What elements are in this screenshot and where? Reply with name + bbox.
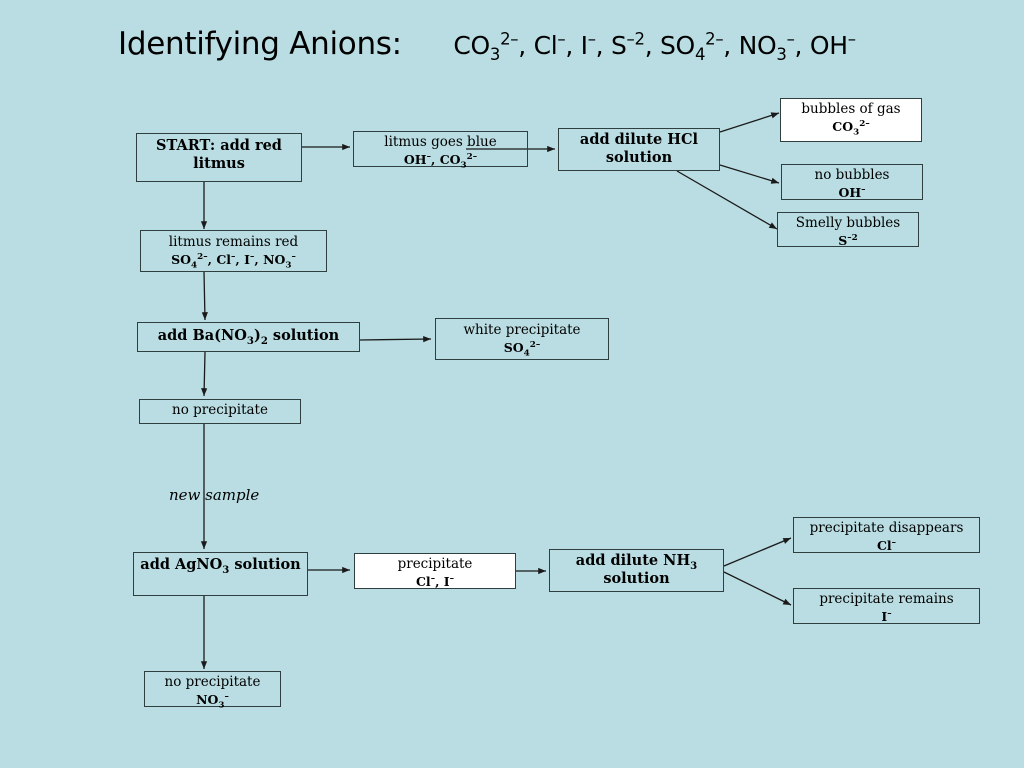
- title-ion: Cl–,: [533, 29, 581, 60]
- title-ion: SO42–,: [659, 29, 739, 64]
- ppt-remains-ion: I–: [881, 608, 892, 624]
- smelly-bubbles-ion: S–2: [838, 232, 858, 248]
- arrow-hcl-to-bubbles: [719, 112, 780, 133]
- white-ppt-box: white precipitate SO42–: [435, 318, 609, 360]
- no-bubbles-ion: OH–: [838, 184, 866, 200]
- arrow-nh3-to-remains: [723, 571, 792, 606]
- litmus-blue-ions: OH–, CO32–: [403, 151, 478, 171]
- no-bubbles-box: no bubbles OH–: [781, 164, 923, 200]
- arrow-ba-to-noppt: [201, 351, 208, 397]
- bubbles-gas-ion: CO32–: [832, 118, 870, 138]
- title-ion: CO32–,: [453, 29, 534, 64]
- title-ion: I–,: [580, 29, 611, 60]
- title-ion: S–2,: [610, 29, 660, 60]
- start-box: START: add red litmus: [136, 133, 302, 182]
- page-title: Identifying Anions: CO32–, Cl–, I–, S–2,…: [118, 26, 856, 64]
- no-ppt-nitrate-ion: NO3–: [196, 691, 229, 711]
- litmus-red-ions: SO42–, Cl–, I–, NO3–: [171, 251, 296, 271]
- arrow-ba-to-white: [359, 335, 432, 343]
- arrow-red-to-ba: [201, 271, 208, 321]
- add-hcl-box: add dilute HCl solution: [558, 128, 720, 171]
- white-ppt-ion: SO42–: [503, 339, 541, 359]
- add-nh3-box: add dilute NH3 solution: [549, 549, 724, 592]
- title-ion: OH–: [809, 29, 856, 60]
- title-ion-list: CO32–, Cl–, I–, S–2, SO42–, NO3–, OH–: [453, 29, 856, 64]
- title-ion: NO3–,: [738, 29, 810, 64]
- bubbles-gas-box: bubbles of gas CO32–: [780, 98, 922, 142]
- arrow-nh3-to-disappears: [723, 537, 792, 567]
- arrow-hcl-to-smelly: [676, 170, 778, 230]
- title-heading: Identifying Anions:: [118, 26, 402, 62]
- add-bano3-box: add Ba(NO3)2 solution: [137, 322, 360, 352]
- add-agno3-box: add AgNO3 solution: [133, 552, 308, 596]
- ppt-remains-box: precipitate remains I–: [793, 588, 980, 624]
- no-ppt-nitrate-box: no precipitate NO3–: [144, 671, 281, 711]
- precipitate-box: precipitate Cl–, I–: [354, 553, 516, 589]
- litmus-blue-box: litmus goes blue OH–, CO32–: [353, 131, 528, 171]
- arrow-hcl-to-nobubbles: [719, 164, 780, 184]
- smelly-bubbles-box: Smelly bubbles S–2: [777, 212, 919, 248]
- ppt-disappears-box: precipitate disappears Cl–: [793, 517, 980, 553]
- ppt-disappears-ion: Cl–: [876, 537, 897, 553]
- new-sample-label: new sample: [169, 486, 260, 504]
- no-ppt-box: no precipitate: [139, 399, 301, 424]
- litmus-red-box: litmus remains red SO42–, Cl–, I–, NO3–: [140, 230, 327, 272]
- precipitate-ions: Cl–, I–: [415, 573, 455, 589]
